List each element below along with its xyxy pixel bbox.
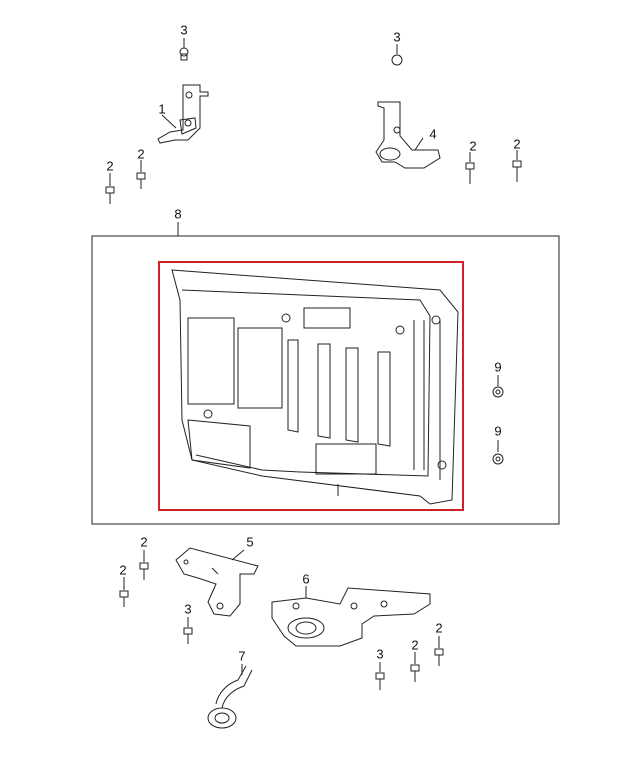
callout-2-c: 2 — [469, 138, 477, 154]
callout-3-bottom-left: 3 — [184, 601, 192, 617]
callout-7: 7 — [238, 648, 246, 664]
callout-2-h: 2 — [435, 620, 443, 636]
screw-3-bottom-right — [375, 662, 385, 690]
callout-4: 4 — [429, 126, 437, 142]
bracket-4 — [375, 101, 441, 169]
screw-2-c — [465, 152, 475, 184]
callout-2-b: 2 — [137, 146, 145, 162]
callout-3-top-right: 3 — [393, 29, 401, 45]
callout-2-f: 2 — [119, 562, 127, 578]
callout-9-a: 9 — [494, 359, 502, 375]
bracket-1 — [157, 84, 209, 144]
radio-module — [171, 269, 459, 505]
nut-9-b — [492, 440, 504, 465]
screw-2-f — [119, 577, 129, 607]
callout-8: 8 — [174, 206, 182, 222]
callout-2-a: 2 — [106, 158, 114, 174]
screw-2-a — [105, 173, 115, 204]
assembly-box — [91, 235, 560, 525]
screw-3-top-left — [179, 38, 189, 61]
highlight-box — [158, 261, 464, 511]
bracket-6 — [271, 586, 431, 647]
callout-6: 6 — [302, 571, 310, 587]
screw-3-bottom-left — [183, 617, 193, 644]
screw-2-e — [139, 550, 149, 580]
screw-2-d — [512, 150, 522, 182]
screw-2-h — [434, 636, 444, 666]
callout-9-b: 9 — [494, 423, 502, 439]
nut-9-a — [492, 375, 504, 398]
callout-3-top-left: 3 — [180, 22, 188, 38]
bracket-5 — [175, 547, 259, 617]
callout-5: 5 — [246, 534, 254, 550]
callout-2-d: 2 — [513, 136, 521, 152]
callout-1: 1 — [158, 101, 166, 117]
callout-2-e: 2 — [140, 534, 148, 550]
callout-3-bottom-right: 3 — [376, 646, 384, 662]
screw-2-g — [410, 652, 420, 682]
screw-3-top-right — [391, 44, 403, 66]
part-7 — [207, 664, 253, 729]
callout-2-g: 2 — [411, 637, 419, 653]
screw-2-b — [136, 160, 146, 189]
